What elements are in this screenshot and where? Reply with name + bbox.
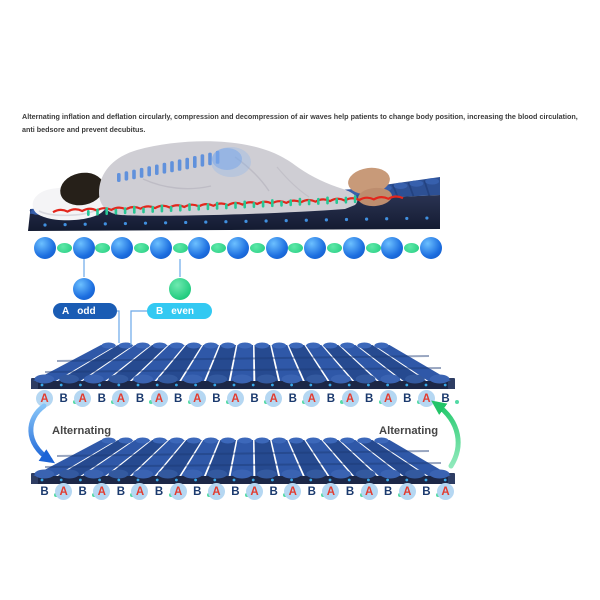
even-tube-marker: B (265, 483, 288, 500)
green-cell-oval (56, 243, 72, 253)
even-tube-marker: B (380, 483, 402, 500)
blue-cell-ball (188, 237, 211, 259)
even-tube-marker: B (399, 390, 421, 407)
odd-tube-marker: A (379, 390, 397, 407)
odd-tube-marker: A (226, 390, 244, 407)
even-tube-marker: B (227, 483, 249, 500)
cell-sequence-row (34, 237, 442, 259)
even-tube-marker: B (303, 483, 326, 500)
pressure-ticks (87, 195, 357, 216)
green-cell-oval (133, 243, 149, 253)
green-cell-oval (211, 243, 227, 253)
odd-tube-marker: A (341, 390, 359, 407)
odd-tube-marker: A (265, 390, 283, 407)
odd-tube-marker: A (303, 390, 321, 407)
even-tube-marker: B (112, 483, 135, 500)
blue-cell-ball (304, 237, 327, 259)
enlarged-even-cell (169, 278, 191, 300)
odd-tube-marker: A (322, 483, 340, 500)
odd-tube-marker: A (74, 390, 92, 407)
blue-cell-ball (265, 237, 288, 259)
even-tube-marker: B (208, 390, 230, 407)
blue-cell-ball (111, 237, 134, 259)
odd-legend-word: odd (77, 305, 96, 317)
air-mattress-bottom (31, 437, 455, 484)
even-tube-marker: B (189, 483, 211, 500)
even-tube-marker: B (93, 390, 116, 407)
connector-line-odd (117, 310, 120, 343)
even-tube-marker: B (342, 483, 364, 500)
enlarged-odd-cell (73, 278, 95, 300)
patient-photo-illustration (28, 141, 440, 231)
description-paragraph: Alternating inflation and deflation circ… (22, 111, 592, 136)
even-tube-marker: B (284, 390, 307, 407)
green-cell-oval (326, 243, 342, 253)
blue-cell-ball (419, 237, 442, 259)
odd-tube-marker: A (284, 483, 302, 500)
even-tube-marker: B (170, 390, 192, 407)
green-cell-oval (249, 243, 265, 253)
blue-cell-ball (72, 237, 95, 259)
blue-cell-ball (381, 237, 404, 259)
connector-line-even (130, 310, 147, 345)
odd-tube-marker: A (112, 390, 130, 407)
odd-tube-marker: A (436, 483, 454, 500)
odd-legend-key: A (62, 305, 70, 317)
odd-tube-marker: A (150, 390, 168, 407)
green-cell-oval (365, 243, 381, 253)
even-legend-word: even (171, 305, 195, 317)
even-tube-marker: B (151, 483, 173, 500)
even-tube-marker: B (322, 390, 345, 407)
alternating-label-right: Alternating (379, 425, 439, 437)
air-mattress-top (31, 342, 455, 389)
even-tube-marker: B (74, 483, 97, 500)
odd-tube-marker: A (131, 483, 149, 500)
odd-tube-marker: A (188, 390, 206, 407)
patient-body (60, 141, 392, 216)
odd-tube-marker: A (93, 483, 111, 500)
even-legend-key: B (156, 305, 164, 317)
green-cell-oval (95, 243, 111, 253)
blue-cell-ball (149, 237, 172, 259)
description-line-1: Alternating inflation and deflation circ… (22, 112, 578, 121)
odd-tube-marker: A (360, 483, 378, 500)
odd-tube-marker: A (417, 390, 435, 407)
odd-tube-marker: A (55, 483, 73, 500)
even-legend-badge: B even (147, 303, 212, 319)
green-cell-oval (172, 243, 188, 253)
even-tube-marker: B (55, 390, 78, 407)
even-tube-marker: B (361, 390, 383, 407)
odd-legend-badge: A odd (53, 303, 117, 319)
blue-cell-ball (34, 237, 56, 259)
green-cell-oval (404, 243, 420, 253)
odd-tube-marker: A (246, 483, 264, 500)
description-line-2: anti bedsore and prevent decubitus. (22, 124, 146, 134)
green-cell-oval (288, 243, 304, 253)
odd-tube-marker: A (398, 483, 416, 500)
blue-cell-ball (226, 237, 249, 259)
alternating-label-left: Alternating (52, 425, 112, 437)
even-tube-marker: B (418, 483, 440, 500)
even-tube-marker: B (36, 483, 58, 500)
odd-tube-marker: A (36, 390, 53, 407)
blue-cell-ball (342, 237, 365, 259)
odd-tube-marker: A (169, 483, 187, 500)
even-tube-marker: B (437, 390, 459, 407)
even-tube-marker: B (246, 390, 269, 407)
spine-graphic-icon (117, 147, 251, 182)
even-tube-marker: B (131, 390, 154, 407)
odd-tube-marker: A (207, 483, 225, 500)
